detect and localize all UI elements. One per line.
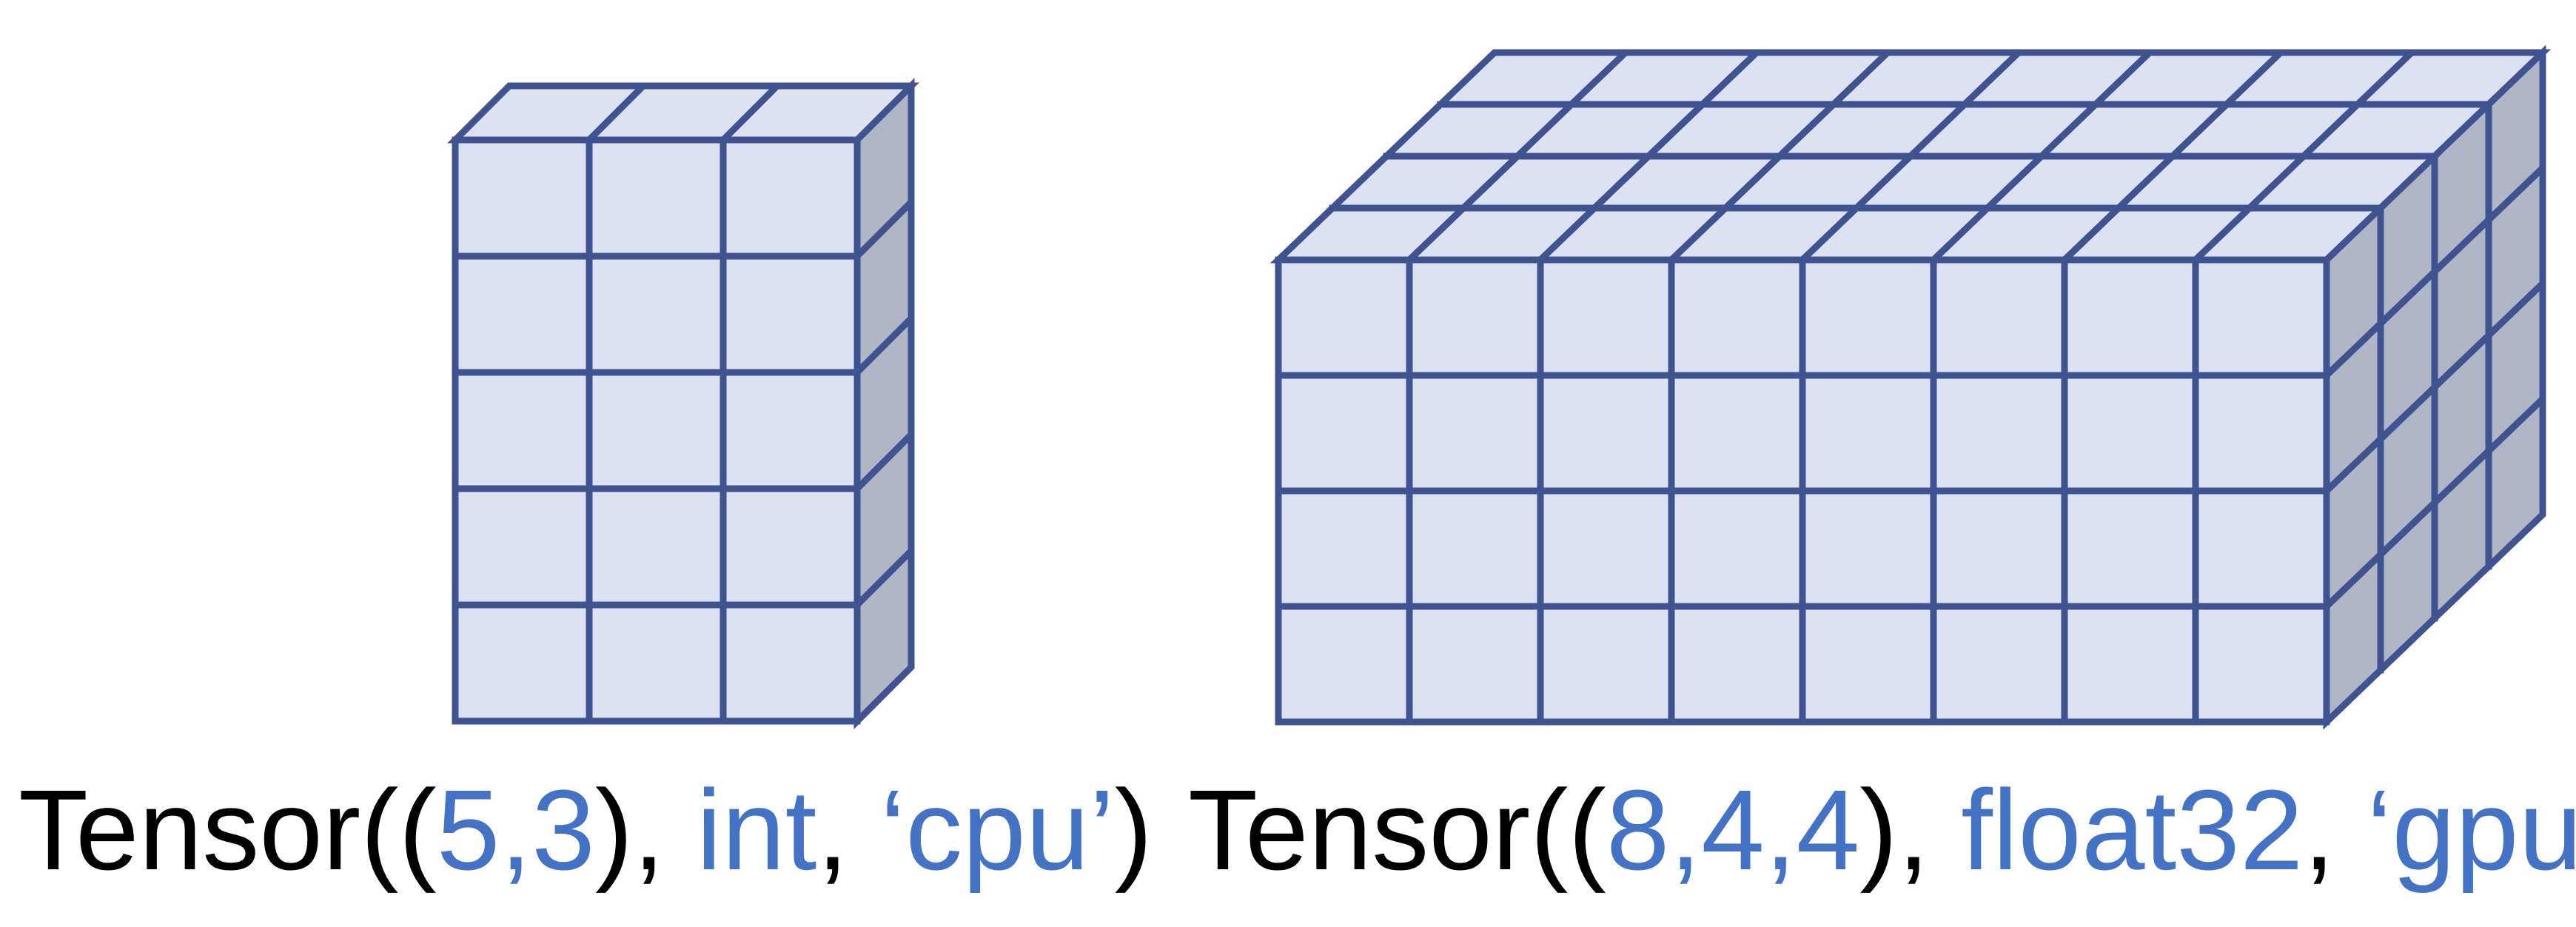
- cube-face: [720, 369, 861, 492]
- cube-face: [452, 252, 593, 376]
- cube-face: [1275, 487, 1413, 610]
- cube-face: [586, 601, 727, 725]
- cube-face: [452, 369, 593, 492]
- caption-device: ‘gpu’: [2367, 766, 2576, 894]
- cube-face: [1930, 487, 2068, 610]
- cube-face: [1668, 256, 1806, 379]
- cube-face: [452, 136, 593, 260]
- tensor-5x3-caption: Tensor((5,3), int, ‘cpu’): [19, 766, 1153, 894]
- cube-face: [2061, 603, 2199, 726]
- cube-face: [720, 601, 861, 725]
- caption-device: ‘cpu’: [880, 766, 1115, 894]
- tensor-5x3-grid: [447, 78, 919, 729]
- cube-face: [1406, 372, 1544, 495]
- caption-part: Tensor((: [1188, 766, 1606, 894]
- cube-face: [586, 252, 727, 376]
- caption-shape: 5,3: [437, 766, 595, 894]
- cube-face: [1537, 603, 1675, 726]
- caption-part: ,: [816, 766, 880, 894]
- caption-dtype: float32: [1961, 766, 2303, 894]
- caption-dtype: int: [697, 766, 817, 894]
- tensor-8x4x4-caption: Tensor((8,4,4), float32, ‘gpu’): [1188, 766, 2576, 894]
- cube-face: [452, 485, 593, 609]
- cube-face: [1537, 256, 1675, 379]
- caption-part: ),: [595, 766, 697, 894]
- tensor-8x4x4-grid: [1269, 44, 2552, 730]
- cube-face: [1275, 372, 1413, 495]
- cube-face: [1406, 487, 1544, 610]
- cube-face: [1275, 603, 1413, 726]
- cube-face: [2061, 487, 2199, 610]
- cube-face: [1799, 603, 1937, 726]
- cube-face: [1668, 372, 1806, 495]
- caption-part: ),: [1859, 766, 1961, 894]
- cube-face: [1537, 372, 1675, 495]
- caption-part: ,: [2304, 766, 2367, 894]
- cube-face: [2192, 487, 2330, 610]
- cube-face: [586, 369, 727, 492]
- cube-face: [2061, 256, 2199, 379]
- cube-face: [1799, 256, 1937, 379]
- cube-face: [586, 136, 727, 260]
- cube-face: [1668, 603, 1806, 726]
- cube-face: [720, 485, 861, 609]
- cube-face: [1799, 487, 1937, 610]
- caption-part: ): [1115, 766, 1153, 894]
- cube-face: [1275, 256, 1413, 379]
- cube-face: [720, 252, 861, 376]
- cube-face: [2192, 372, 2330, 495]
- cube-face: [1537, 487, 1675, 610]
- cube-face: [1799, 372, 1937, 495]
- cube-face: [720, 136, 861, 260]
- caption-shape: 8,4,4: [1606, 766, 1860, 894]
- cube-face: [586, 485, 727, 609]
- cube-face: [1930, 256, 2068, 379]
- cube-face: [2192, 603, 2330, 726]
- cube-face: [452, 601, 593, 725]
- cube-face: [1406, 256, 1544, 379]
- cube-face: [1668, 487, 1806, 610]
- cube-face: [1406, 603, 1544, 726]
- cube-face: [2192, 256, 2330, 379]
- cube-face: [2061, 372, 2199, 495]
- caption-part: Tensor((: [19, 766, 437, 894]
- cube-face: [1930, 372, 2068, 495]
- cube-face: [1930, 603, 2068, 726]
